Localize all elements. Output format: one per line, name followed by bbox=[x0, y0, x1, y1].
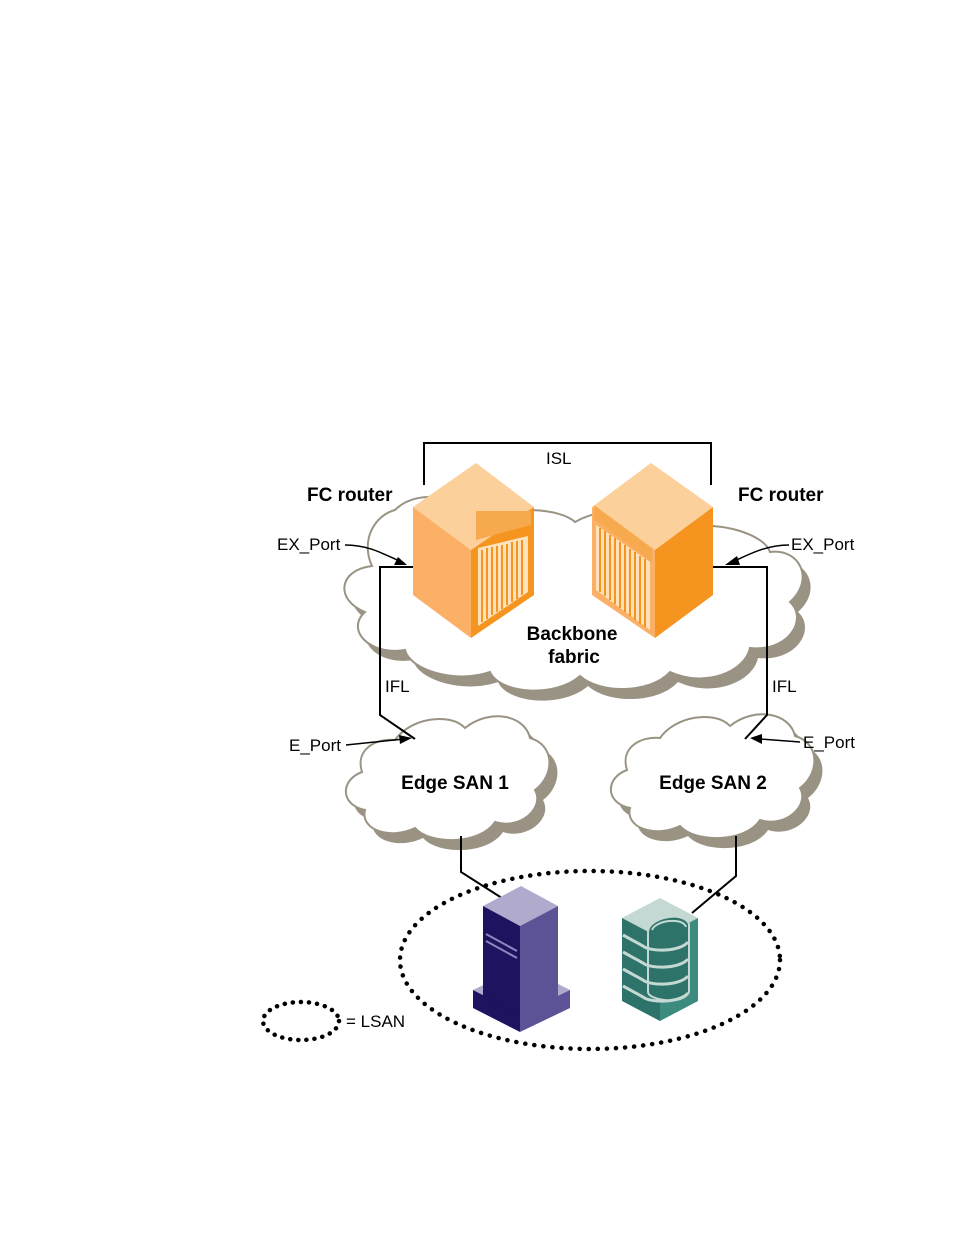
e-port-right-label: E_Port bbox=[803, 733, 855, 752]
fc-router-left-label: FC router bbox=[307, 485, 393, 506]
backbone-label-line2: fabric bbox=[548, 647, 600, 668]
ex-port-left-label: EX_Port bbox=[277, 535, 341, 554]
backbone-label-line1: Backbone bbox=[527, 624, 618, 645]
fc-router-right-label: FC router bbox=[738, 485, 824, 506]
lsan-legend-label: = LSAN bbox=[346, 1012, 405, 1031]
ifl-left-label: IFL bbox=[385, 677, 410, 696]
lsan-boundary bbox=[400, 871, 780, 1049]
ex-port-right-label: EX_Port bbox=[791, 535, 855, 554]
ifl-right-label: IFL bbox=[772, 677, 797, 696]
e-port-left-label: E_Port bbox=[289, 736, 341, 755]
lsan-legend-symbol bbox=[263, 1002, 339, 1040]
isl-label: ISL bbox=[546, 449, 572, 468]
edge-san-1-label: Edge SAN 1 bbox=[401, 773, 509, 794]
edge-san-2-label: Edge SAN 2 bbox=[659, 773, 767, 794]
storage-icon bbox=[622, 898, 698, 1021]
server-icon bbox=[473, 886, 570, 1032]
